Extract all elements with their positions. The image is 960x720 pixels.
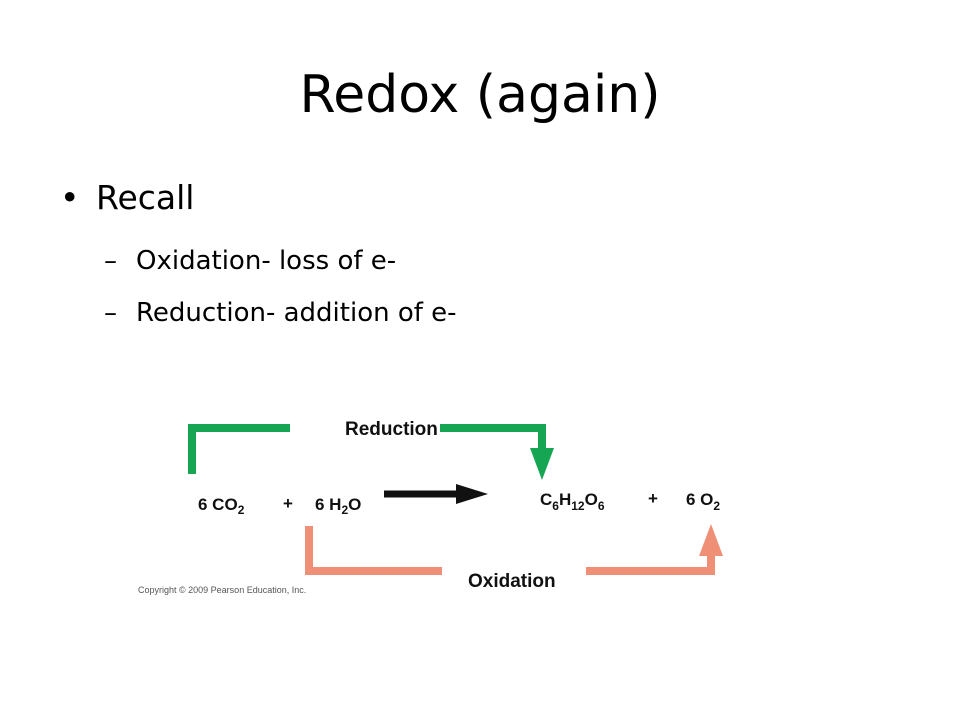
h2o-subscript: 2 <box>341 503 348 517</box>
glucose-o: O <box>585 490 598 509</box>
slide-title: Redox (again) <box>299 65 661 125</box>
reduction-arrow <box>188 424 554 480</box>
glucose-h: H <box>559 490 571 509</box>
oxidation-label: Oxidation <box>468 571 556 592</box>
h2o-formula: 6 H2O <box>315 495 361 517</box>
products-plus: + <box>648 489 658 508</box>
glucose-c-sub: 6 <box>552 499 559 513</box>
bullet-text: Recall <box>96 178 195 217</box>
glucose-o-sub: 6 <box>598 499 605 513</box>
co2-formula: 6 CO <box>198 495 238 514</box>
sub-bullet-text: Reduction- addition of e- <box>136 298 457 328</box>
reaction-arrow <box>384 484 488 504</box>
copyright-notice: Copyright © 2009 Pearson Education, Inc. <box>138 585 306 595</box>
oxidation-arrow <box>305 524 723 575</box>
glucose-h-sub: 12 <box>571 499 585 513</box>
sub-bullet-text: Oxidation- loss of e- <box>136 246 397 276</box>
h2o-tail: O <box>348 495 361 514</box>
dash-marker: – <box>104 246 117 276</box>
reactants-plus: + <box>283 494 293 513</box>
bullet-recall: • Recall <box>60 175 194 221</box>
bullet-marker: • <box>60 178 80 217</box>
sub-bullet-reduction: –Reduction- addition of e- <box>104 295 457 331</box>
o2-subscript: 2 <box>713 499 720 513</box>
o2-coef: 6 O <box>686 490 713 509</box>
glucose-formula: C6H12O6 <box>540 490 605 513</box>
dash-marker: – <box>104 298 117 328</box>
reactants-equation: 6 CO2 <box>198 495 245 517</box>
o2-formula: 6 O2 <box>686 490 720 513</box>
glucose-c: C <box>540 490 552 509</box>
reduction-label: Reduction <box>345 419 438 440</box>
sub-bullet-oxidation: –Oxidation- loss of e- <box>104 243 396 279</box>
h2o-coef: 6 H <box>315 495 341 514</box>
co2-subscript: 2 <box>238 503 245 517</box>
